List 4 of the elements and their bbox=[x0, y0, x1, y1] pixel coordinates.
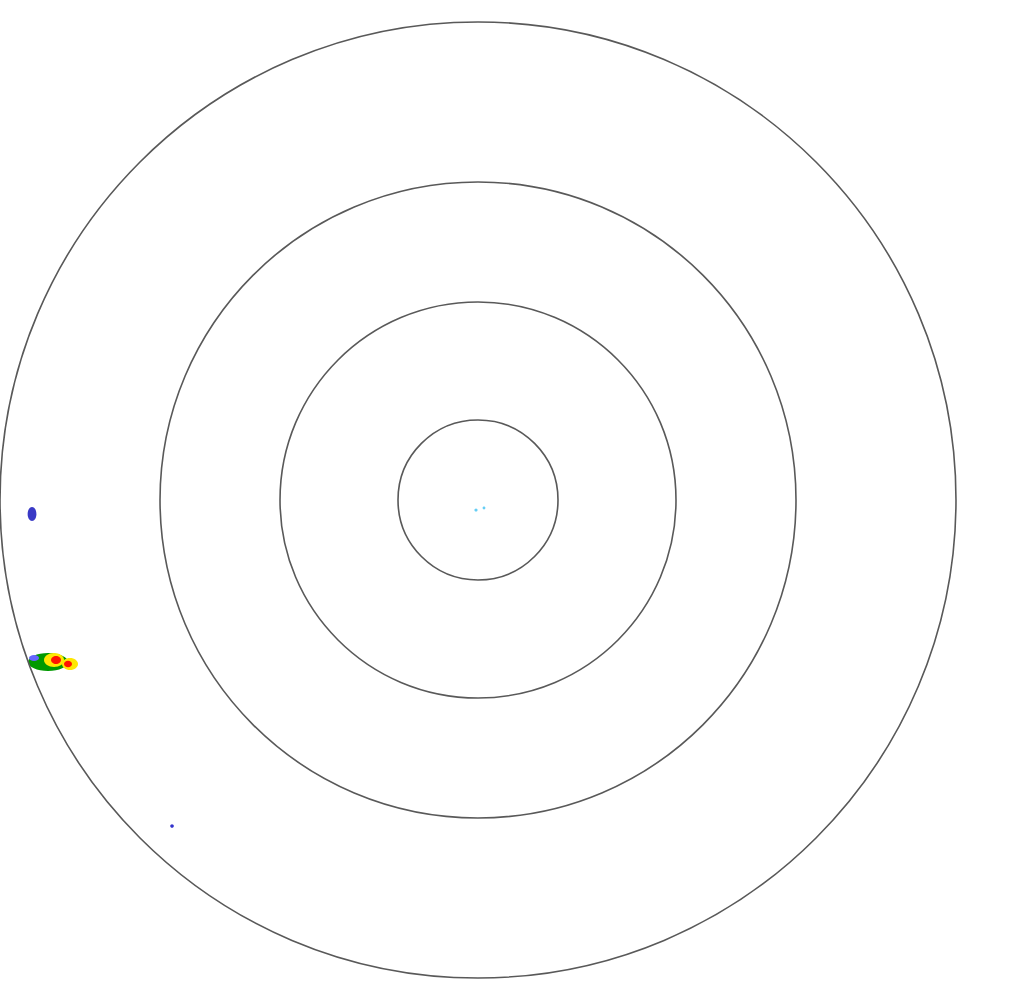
range-ring bbox=[159, 181, 797, 819]
range-ring bbox=[279, 301, 677, 699]
range-ring bbox=[397, 419, 559, 581]
range-ring bbox=[0, 21, 957, 979]
